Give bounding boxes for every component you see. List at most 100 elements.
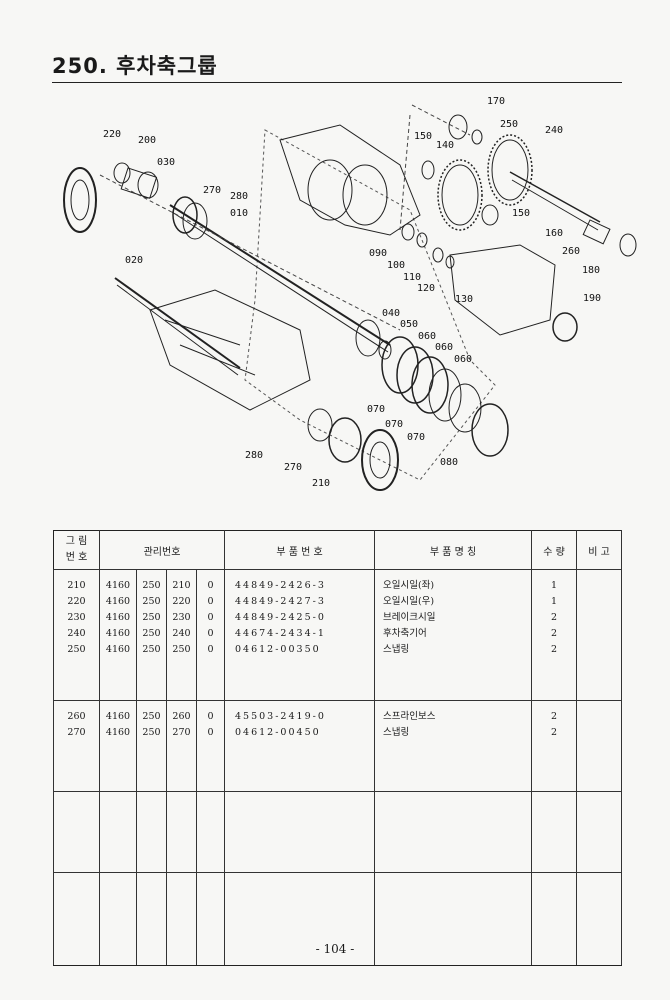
ref-column: 260 270 [53, 700, 100, 792]
callout-100: 100 [387, 260, 405, 271]
part-number: 44849-2425-0 [235, 612, 326, 623]
mgmt-value: 4160 [105, 644, 131, 655]
callout-260: 260 [562, 246, 580, 257]
mgmt-column-2: 250 250 250 250 250 [136, 569, 167, 701]
part-number: 04612-00450 [235, 727, 321, 738]
ref-no: 270 [67, 727, 86, 738]
callout-120: 120 [417, 283, 435, 294]
page-number: - 104 - [315, 942, 355, 956]
ref-no: 240 [67, 628, 86, 639]
mgmt-value: 250 [142, 596, 161, 607]
mgmt-value: 250 [142, 628, 161, 639]
empty-cell [224, 791, 375, 873]
mgmt-value: 4160 [105, 628, 131, 639]
empty-cell [99, 791, 137, 873]
callout-280-lower: 280 [245, 450, 263, 461]
empty-cell [166, 791, 197, 873]
empty-cell [531, 791, 577, 873]
callout-150b: 150 [512, 208, 530, 219]
mgmt-value: 0 [207, 596, 214, 607]
mgmt-value: 0 [207, 727, 214, 738]
callout-250: 250 [500, 119, 518, 130]
part-name: 후차축기어 [383, 628, 427, 639]
callout-200: 200 [138, 135, 156, 146]
callout-270-lower: 270 [284, 462, 302, 473]
part-number: 04612-00350 [235, 644, 321, 655]
callout-010: 010 [230, 208, 248, 219]
remark-column [576, 569, 622, 701]
mgmt-value: 250 [142, 644, 161, 655]
mgmt-value: 260 [172, 711, 191, 722]
callout-130: 130 [455, 294, 473, 305]
title-divider [52, 82, 622, 83]
part-name: 스냅링 [383, 644, 410, 655]
mgmt-value: 250 [142, 612, 161, 623]
header-remark: 비 고 [576, 530, 622, 570]
empty-cell [99, 872, 137, 966]
callout-150a: 150 [414, 131, 432, 142]
empty-cell [224, 872, 375, 966]
mgmt-value: 0 [207, 644, 214, 655]
quantity: 2 [550, 727, 558, 738]
mgmt-value: 0 [207, 711, 214, 722]
part-name: 스냅링 [383, 727, 410, 738]
callout-240: 240 [545, 125, 563, 136]
empty-cell [166, 872, 197, 966]
callout-070c: 070 [407, 432, 425, 443]
header-management-no: 관리번호 [99, 530, 225, 570]
part-number: 44849-2427-3 [235, 596, 326, 607]
part-number: 44674-2434-1 [235, 628, 326, 639]
empty-cell [196, 872, 225, 966]
empty-cell [531, 872, 577, 966]
quantity: 2 [550, 612, 558, 623]
part-number-column: 44849-2426-3 44849-2427-3 44849-2425-0 4… [224, 569, 375, 701]
callout-170: 170 [487, 96, 505, 107]
page-title: 250. 후차축그룹 [52, 54, 218, 78]
part-name: 오일시일(우) [383, 596, 435, 607]
table-group: 210 220 230 240 250 4160 4160 4160 4160 … [53, 569, 622, 701]
part-number-column: 45503-2419-0 04612-00450 [224, 700, 375, 792]
callout-050: 050 [400, 319, 418, 330]
quantity-column: 2 2 [531, 700, 577, 792]
callout-040: 040 [382, 308, 400, 319]
quantity: 2 [550, 644, 558, 655]
mgmt-value: 250 [172, 644, 191, 655]
callout-190: 190 [583, 293, 601, 304]
mgmt-value: 4160 [105, 580, 131, 591]
mgmt-value: 220 [172, 596, 191, 607]
mgmt-column-2: 250 250 [136, 700, 167, 792]
callout-060b: 060 [435, 342, 453, 353]
mgmt-value: 210 [172, 580, 191, 591]
empty-table-group [53, 872, 622, 966]
quantity: 2 [550, 628, 558, 639]
part-number: 44849-2426-3 [235, 580, 326, 591]
callout-280: 280 [230, 191, 248, 202]
callout-070a: 070 [367, 404, 385, 415]
part-name: 오일시일(좌) [383, 580, 435, 591]
mgmt-value: 4160 [105, 711, 131, 722]
empty-cell [196, 791, 225, 873]
ref-no: 250 [67, 644, 86, 655]
part-name: 브레이크시일 [383, 612, 436, 623]
empty-table-group [53, 791, 622, 873]
callout-140: 140 [436, 140, 454, 151]
quantity: 2 [550, 711, 558, 722]
quantity-column: 1 1 2 2 2 [531, 569, 577, 701]
mgmt-value: 0 [207, 612, 214, 623]
part-name-column: 스프라인보스 스냅링 [374, 700, 532, 792]
callout-060a: 060 [418, 331, 436, 342]
header-part-name: 부 품 명 칭 [374, 530, 532, 570]
callout-090: 090 [369, 248, 387, 259]
callout-070b: 070 [385, 419, 403, 430]
empty-cell [53, 872, 100, 966]
mgmt-value: 250 [142, 711, 161, 722]
mgmt-value: 230 [172, 612, 191, 623]
empty-cell [374, 872, 532, 966]
mgmt-value: 4160 [105, 612, 131, 623]
ref-no: 230 [67, 612, 86, 623]
empty-cell [576, 791, 622, 873]
quantity: 1 [550, 580, 558, 591]
callout-030: 030 [157, 157, 175, 168]
quantity: 1 [550, 596, 558, 607]
